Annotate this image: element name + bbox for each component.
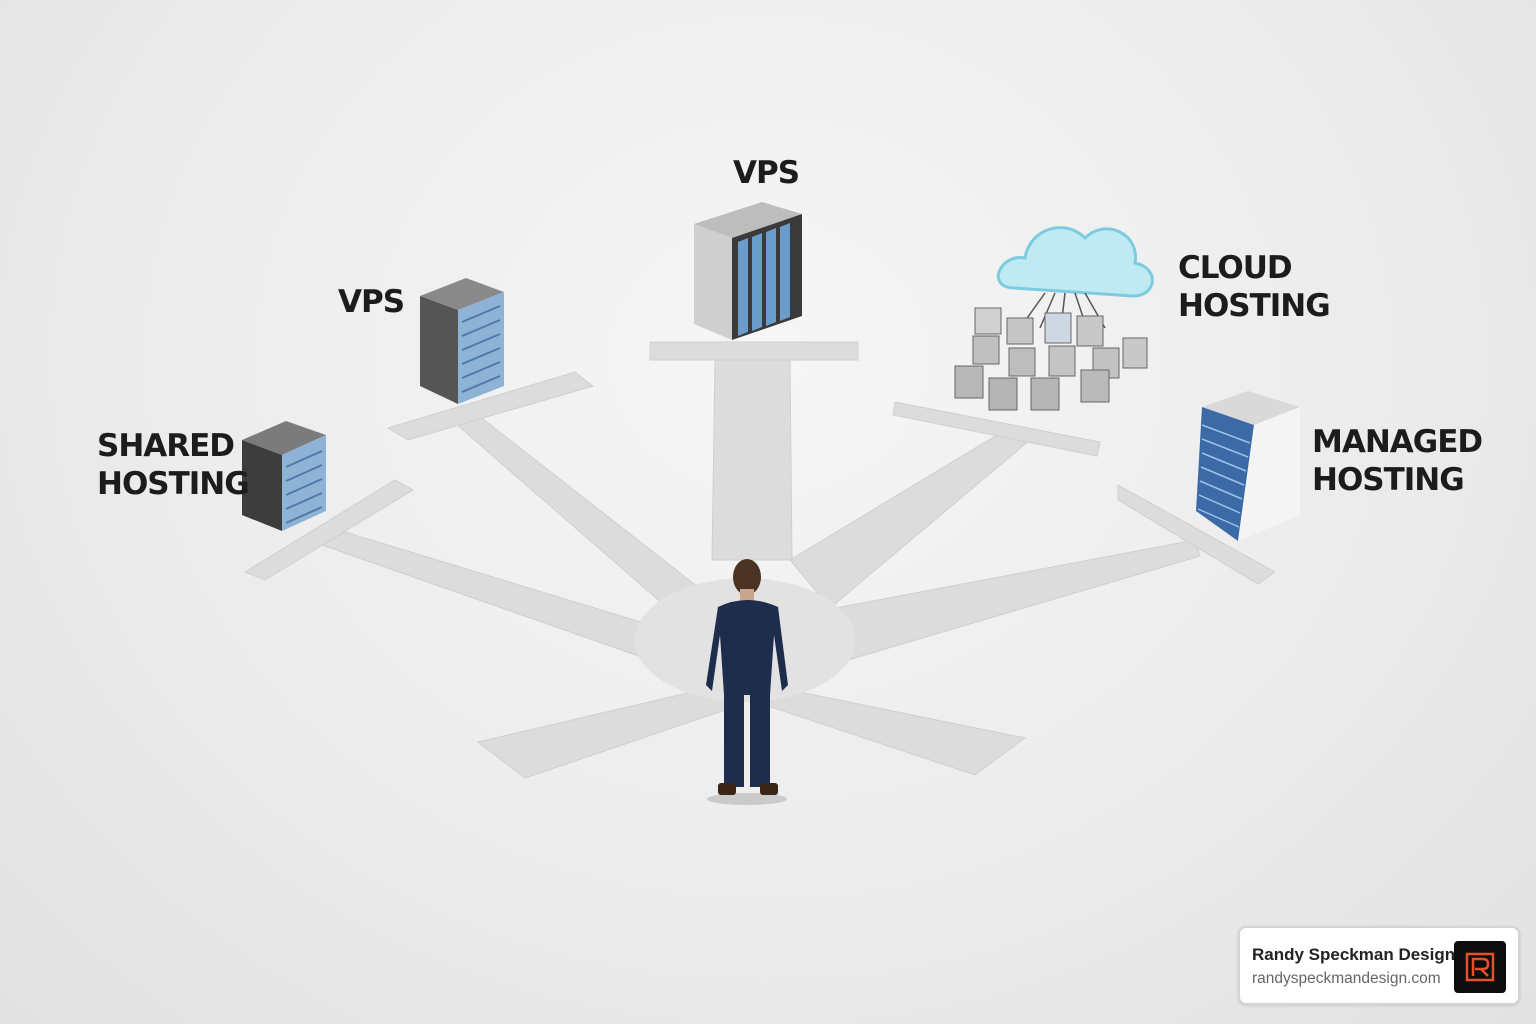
road-front-right <box>763 689 1027 776</box>
shared-hosting-label: SHARED HOSTING <box>97 428 250 504</box>
suit-body <box>706 600 788 787</box>
brand-name: Randy Speckman Design <box>1252 945 1456 964</box>
vps-top-label-text: VPS <box>733 155 800 191</box>
crossbar-vps-left <box>386 371 595 441</box>
crossbar-managed <box>1117 484 1276 585</box>
brand-badge[interactable]: Randy Speckman Design randyspeckmandesig… <box>1238 926 1520 1005</box>
vps-left-label: VPS <box>338 284 405 322</box>
vps-left-server <box>420 278 504 404</box>
path-roads <box>243 341 1276 779</box>
vps-left-label-text: VPS <box>338 284 405 320</box>
crossbar-vps-top <box>649 341 859 361</box>
shared-hosting-label-line1: SHARED <box>97 428 235 464</box>
road-to-vps-top <box>711 357 793 561</box>
shared-hosting-label-line2: HOSTING <box>97 465 250 502</box>
brand-url[interactable]: randyspeckmandesign.com <box>1252 970 1441 987</box>
vps-top-server <box>694 202 802 340</box>
cloud-hosting-label-line1: CLOUD <box>1178 250 1293 286</box>
cloud-hosting-cluster <box>954 226 1154 411</box>
crossbar-cloud <box>892 401 1101 457</box>
head-icon <box>733 559 761 601</box>
managed-hosting-label: MANAGED HOSTING <box>1312 424 1483 500</box>
crossbar-shared <box>243 479 414 581</box>
cluster-servers <box>954 307 1148 411</box>
managed-hosting-label-line1: MANAGED <box>1312 424 1483 460</box>
managed-hosting-server <box>1196 391 1300 541</box>
cloud-hosting-label: CLOUD HOSTING <box>1178 250 1331 326</box>
rs-monogram-icon <box>1454 941 1506 993</box>
cloud-hosting-label-line2: HOSTING <box>1178 287 1331 324</box>
businessman-figure <box>706 559 788 805</box>
managed-hosting-label-line2: HOSTING <box>1312 461 1465 498</box>
vps-top-label: VPS <box>733 155 800 193</box>
shared-hosting-server <box>242 421 326 531</box>
cloud-icon <box>996 226 1154 298</box>
